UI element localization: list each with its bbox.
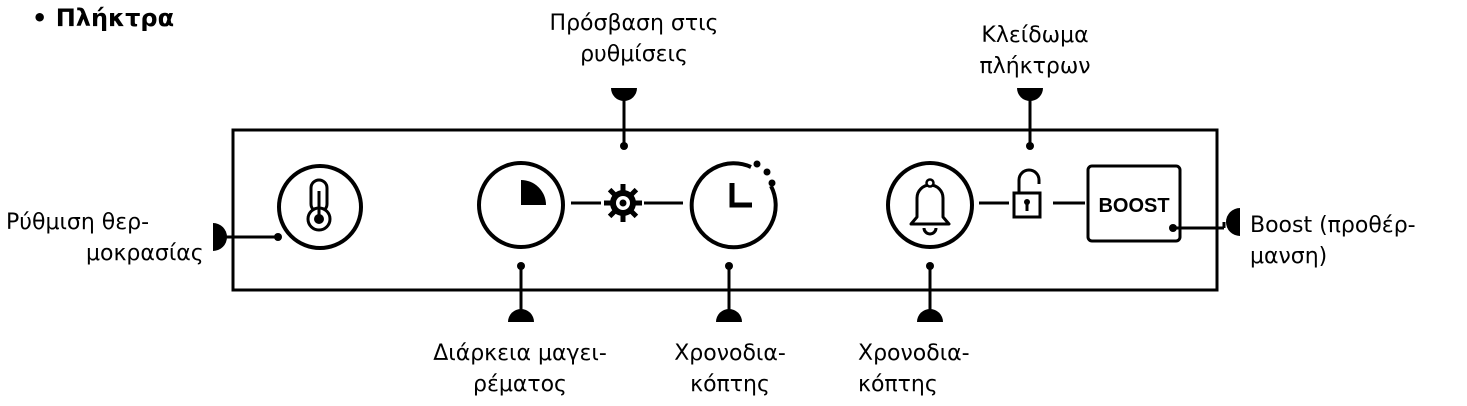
boost-key-text: BOOST [1098,195,1169,217]
label-line: Χρονοδια- [858,341,970,366]
label-line: μανση) [1250,244,1328,269]
callout-boost [1169,208,1240,236]
boost-key[interactable]: BOOST [1086,164,1182,243]
temperature-key[interactable] [277,164,363,250]
callout-key-lock [1017,88,1043,150]
label-settings: Πρόσβαση στις ρυθμίσεις [524,8,744,70]
label-line: Ρύθμιση θερ- [6,210,150,235]
clock-icon [729,160,776,208]
callout-settings [611,88,637,150]
key-lock-key[interactable] [1012,168,1042,219]
bell-icon [909,178,951,236]
thermometer-icon [306,178,332,232]
label-key-lock: Κλείδωμα πλήκτρων [960,20,1110,82]
panel-frame [231,128,1219,292]
label-line: Πρόσβαση στις [549,11,719,36]
label-minute-minder: Χρονοδια- κόπτης [858,338,1008,400]
label-line: μοκρασίας [86,241,204,266]
label-line: Διάρκεια μαγει- [433,341,607,366]
callout-minute-minder [917,262,943,322]
callout-timer [716,262,742,322]
label-line: κόπτης [690,372,770,397]
pie-clock-icon [521,180,546,205]
label-line: Κλείδωμα [981,23,1089,48]
label-boost: Boost (προθέρ- μανση) [1250,210,1416,272]
label-temperature: Ρύθμιση θερ- μοκρασίας [6,207,204,269]
settings-key[interactable] [604,184,642,222]
callout-cooking-duration [508,262,534,322]
label-line: ρέματος [473,372,567,397]
label-line: Χρονοδια- [674,341,786,366]
section-heading: • Πλήκτρα [32,4,175,32]
minute-minder-key[interactable] [886,161,974,249]
cooking-duration-key[interactable] [477,161,565,249]
label-cooking-duration: Διάρκεια μαγει- ρέματος [405,338,635,400]
label-line: ρυθμίσεις [580,42,688,67]
gear-icon [604,184,642,222]
label-line: πλήκτρων [979,54,1091,79]
callout-temperature [213,223,282,251]
padlock-open-icon [1012,168,1042,219]
label-timer: Χρονοδια- κόπτης [655,338,805,400]
label-line: κόπτης [858,372,938,397]
label-line: Boost (προθέρ- [1250,213,1416,238]
timer-key[interactable] [689,160,778,250]
